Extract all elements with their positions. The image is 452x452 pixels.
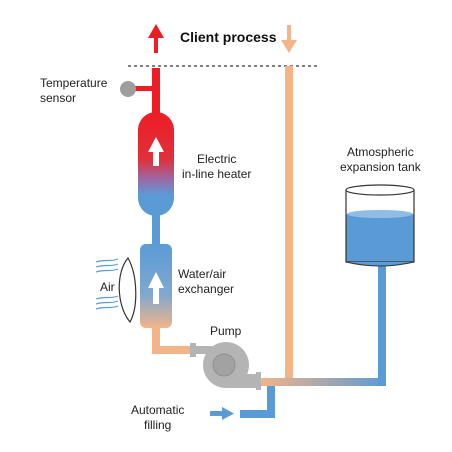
tank-water-surface-icon bbox=[347, 210, 413, 218]
pump-outlet bbox=[226, 374, 256, 388]
filling-label: Automatic filling bbox=[131, 403, 185, 432]
sensor-branch bbox=[131, 86, 156, 91]
supply-arrow-icon bbox=[148, 24, 164, 53]
airflow-lines-icon bbox=[95, 258, 119, 310]
sensor-bulb-icon bbox=[120, 81, 136, 97]
return-arrow-icon bbox=[281, 25, 297, 53]
pump-inlet-flange bbox=[190, 343, 196, 357]
heater-exchanger-pipe bbox=[152, 214, 160, 248]
client-process-label: Client process bbox=[180, 29, 277, 45]
heater-label: Electric in-line heater bbox=[182, 152, 252, 181]
pump-outlet-flange bbox=[256, 372, 261, 390]
exchanger-label: Water/air exchanger bbox=[178, 267, 235, 296]
return-pipe bbox=[285, 66, 293, 382]
pump-impeller-icon bbox=[212, 353, 236, 377]
exchanger-flow-arrow-icon bbox=[153, 286, 159, 304]
temperature-sensor-label: Temperature sensor bbox=[40, 76, 108, 105]
tank-rim-icon bbox=[345, 184, 415, 196]
main-horizontal-pipe bbox=[261, 378, 386, 386]
filling-pipe-horizontal bbox=[240, 410, 275, 418]
exchanger-pump-pipe-horizontal bbox=[152, 346, 192, 354]
tank-pipe bbox=[378, 262, 386, 386]
fan-blade-icon bbox=[118, 256, 137, 324]
exchanger-pump-pipe-down bbox=[152, 326, 160, 354]
pump-label: Pump bbox=[210, 324, 242, 338]
tank-water-icon bbox=[346, 214, 414, 262]
pump-inlet-pipe bbox=[196, 346, 212, 354]
filling-pipe-vertical bbox=[267, 386, 275, 418]
air-label: Air bbox=[100, 280, 115, 294]
supply-pipe bbox=[152, 68, 160, 120]
tank-label: Atmospheric expansion tank bbox=[340, 145, 421, 174]
filling-arrow-icon bbox=[210, 407, 234, 420]
heater-flow-arrow-icon bbox=[153, 150, 159, 166]
